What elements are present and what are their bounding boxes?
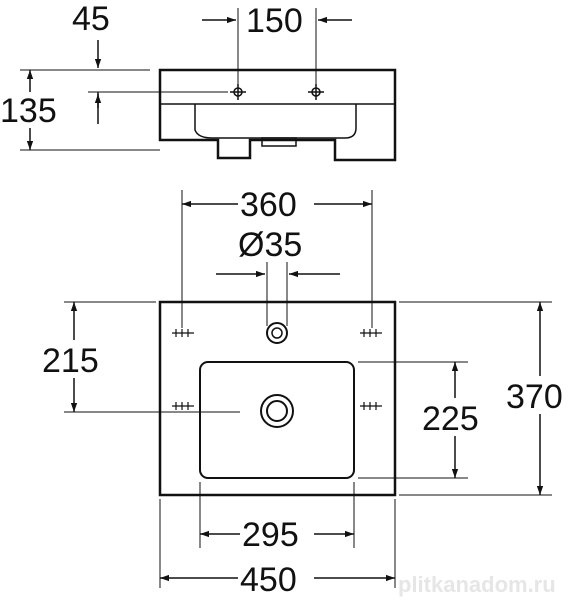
plan-view-extension-lines (64, 190, 552, 588)
dim-diameter-35: Ø35 (216, 226, 340, 278)
dim-225-label: 225 (422, 400, 479, 438)
tap-hole (266, 322, 288, 344)
dim-360-label: 360 (240, 186, 297, 224)
dim-370-label: 370 (506, 378, 563, 416)
dim-360: 360 (182, 186, 372, 224)
side-view-extension-lines (20, 8, 317, 151)
dim-150: 150 (202, 2, 352, 40)
dim-150-label: 150 (246, 2, 303, 40)
dim-215-label: 215 (42, 342, 99, 380)
dim-215: 215 (40, 302, 110, 412)
fixing-symbol-top-right (360, 329, 382, 337)
side-view (158, 68, 397, 162)
dim-135: 135 (0, 70, 66, 150)
dim-450-label: 450 (240, 561, 297, 599)
dim-450: 450 (160, 560, 395, 599)
watermark: plitkanadom.ru (398, 572, 556, 597)
dim-135-label: 135 (0, 92, 57, 130)
dim-370: 370 (504, 302, 578, 495)
dim-45-label: 45 (72, 0, 110, 38)
dim-diameter-35-label: Ø35 (238, 226, 302, 264)
plan-view (158, 300, 397, 497)
fixing-symbol-mid-right (360, 402, 382, 410)
drain-hole (260, 394, 294, 428)
fixing-symbol-mid-left (172, 402, 194, 410)
dim-45: 45 (72, 0, 110, 124)
dim-295: 295 (200, 516, 354, 554)
dim-295-label: 295 (242, 516, 299, 554)
fixing-symbol-top-left (172, 329, 194, 337)
dim-225: 225 (420, 362, 492, 478)
